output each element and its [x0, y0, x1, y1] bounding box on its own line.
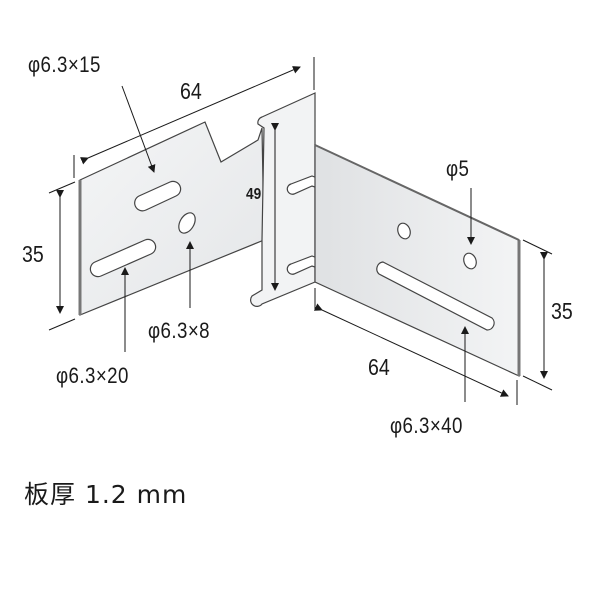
dimension-center-height: 49: [246, 186, 262, 203]
right-flange: [314, 144, 521, 377]
callout-hole-5: φ5: [446, 156, 470, 181]
dimension-right-length: 64: [368, 354, 390, 380]
dimension-left-length: 64: [180, 78, 202, 104]
callout-slot-6-3x20: φ6.3×20: [56, 363, 129, 388]
callout-slot-6-3x8: φ6.3×8: [148, 318, 210, 343]
dimension-lines: [48, 57, 553, 405]
dimension-left-height: 35: [22, 241, 44, 267]
left-flange: [78, 121, 265, 316]
dimension-right-height: 35: [551, 298, 573, 324]
plate-thickness-label: 板厚 1.2 mm: [24, 480, 188, 509]
callout-slot-6-3x15: φ6.3×15: [28, 52, 101, 77]
callout-slot-6-3x40: φ6.3×40: [390, 413, 463, 438]
